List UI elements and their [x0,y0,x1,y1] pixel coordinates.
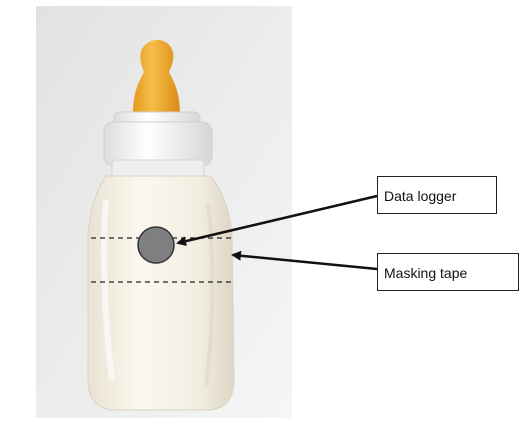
bottle-cap [103,111,213,179]
data-logger-arrow [176,194,378,247]
masking-tape-arrow [231,250,378,271]
masking-tape-band [91,237,232,283]
data-logger-disc [137,226,175,264]
bottle-nipple [133,39,180,115]
data-logger-label: Data logger [377,176,497,214]
masking-tape-label: Masking tape [377,253,519,291]
bottle-body [87,175,235,411]
